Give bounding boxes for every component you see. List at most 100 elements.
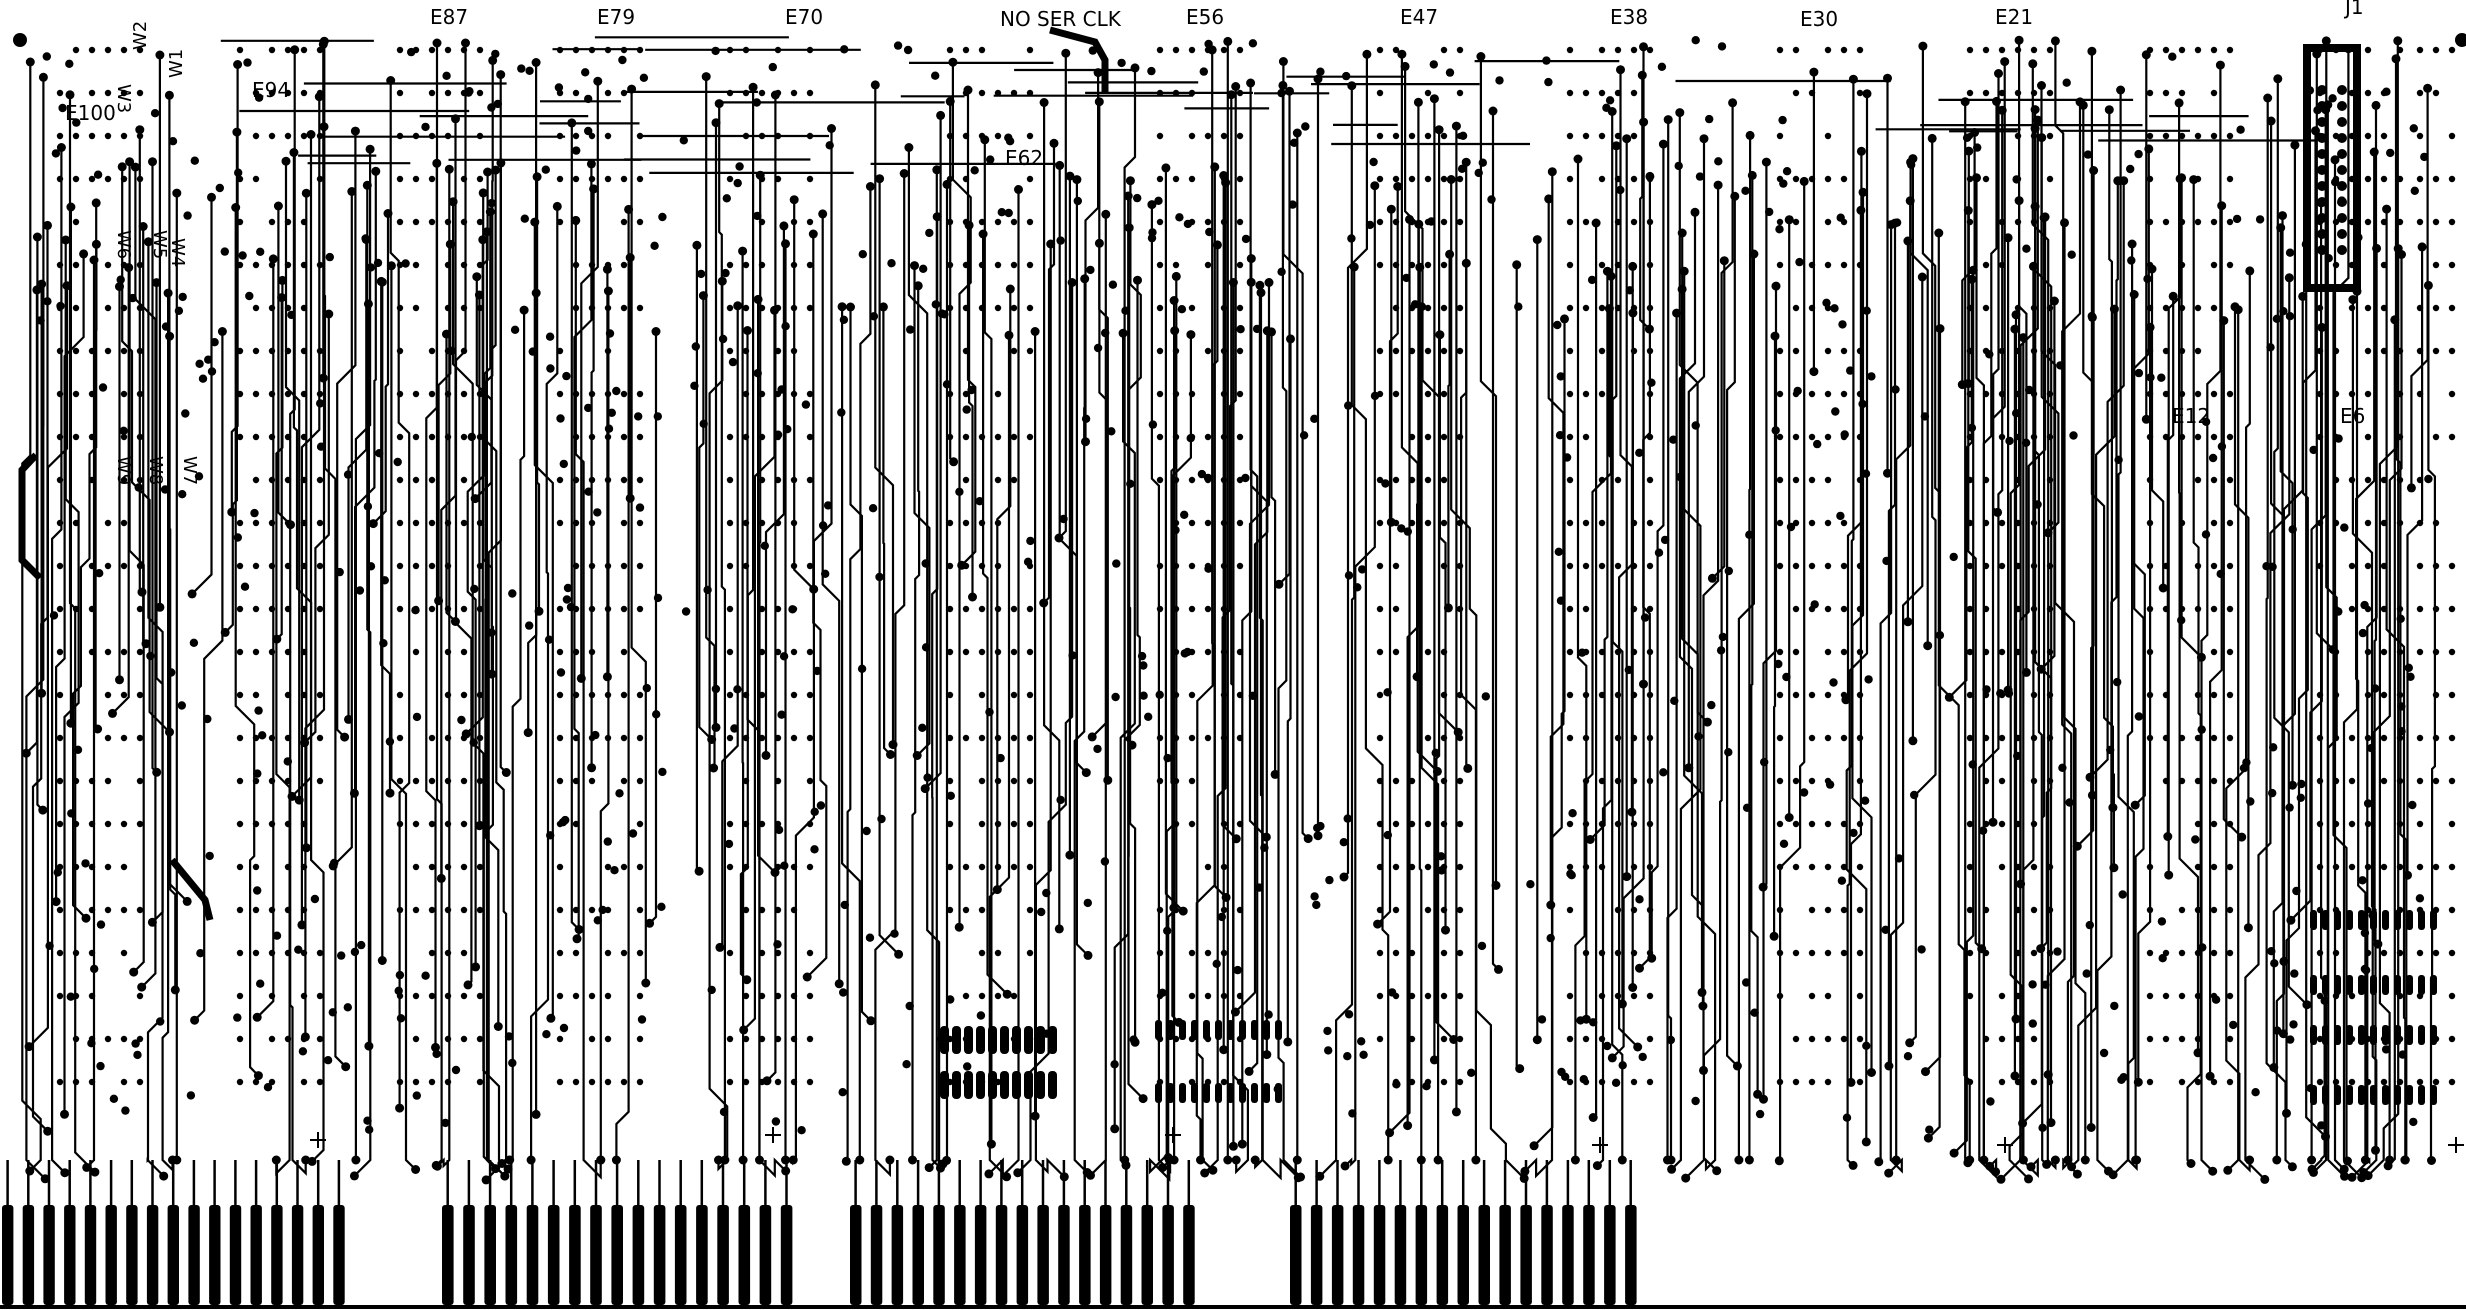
pad xyxy=(56,605,64,613)
sip-pin xyxy=(1179,1020,1186,1040)
trace xyxy=(1258,285,1300,1181)
pad xyxy=(975,497,984,506)
pad xyxy=(1566,218,1574,226)
pad xyxy=(2432,46,2440,54)
pad xyxy=(1175,213,1184,222)
pad xyxy=(1582,433,1590,441)
trace xyxy=(1491,111,1500,971)
pad xyxy=(412,906,420,914)
trace xyxy=(482,192,493,675)
trace xyxy=(1319,267,1356,1178)
pad xyxy=(2210,218,2218,226)
pad xyxy=(2229,1020,2238,1030)
pad xyxy=(476,89,484,97)
pad xyxy=(2432,347,2440,355)
pad xyxy=(2046,175,2054,183)
pad xyxy=(994,949,1002,957)
pad xyxy=(104,304,112,312)
pad xyxy=(1188,777,1196,785)
pad xyxy=(903,45,913,55)
trace xyxy=(705,76,716,769)
pad xyxy=(1177,305,1187,314)
pad xyxy=(962,390,970,398)
pad xyxy=(1808,777,1816,785)
sip-pin xyxy=(2310,1025,2317,1045)
pad xyxy=(839,315,849,324)
pad xyxy=(1792,46,1800,54)
pad xyxy=(1566,820,1574,828)
pad xyxy=(628,829,638,838)
pad xyxy=(2337,229,2347,239)
designator-e94: E94 xyxy=(252,78,290,102)
sip-pin xyxy=(1215,1020,1222,1040)
pad xyxy=(268,218,276,226)
trace xyxy=(304,126,326,1037)
pad xyxy=(120,433,128,441)
trace xyxy=(996,289,1012,890)
pad xyxy=(1204,261,1212,269)
pad xyxy=(412,218,420,226)
pad xyxy=(1792,476,1800,484)
edge-finger xyxy=(484,1205,496,1305)
designator-e70: E70 xyxy=(785,5,823,29)
pad xyxy=(487,103,496,112)
pad xyxy=(2178,1035,2186,1043)
trace xyxy=(2222,320,2243,838)
pad xyxy=(978,992,986,1000)
pad xyxy=(1808,949,1816,957)
pad xyxy=(1691,36,1700,45)
pad xyxy=(858,250,867,259)
pad xyxy=(2226,218,2234,226)
pad xyxy=(2085,920,2094,930)
pad xyxy=(460,648,468,656)
pad xyxy=(593,508,602,517)
trace xyxy=(719,305,739,949)
pad xyxy=(2099,1048,2109,1058)
pad xyxy=(120,476,128,484)
pad xyxy=(2030,1035,2038,1043)
pad xyxy=(2162,992,2170,1000)
pad xyxy=(1792,433,1800,441)
pad xyxy=(2448,734,2456,742)
pad xyxy=(1376,218,1384,226)
pad xyxy=(976,1011,986,1020)
pad xyxy=(268,46,276,54)
pad xyxy=(104,820,112,828)
dip-pin xyxy=(964,1071,973,1099)
pad xyxy=(1392,863,1400,871)
pad xyxy=(1026,218,1034,226)
pad xyxy=(946,648,954,656)
pad xyxy=(1188,175,1196,183)
sip-pin xyxy=(2430,975,2437,995)
pad xyxy=(1566,46,1574,54)
pad xyxy=(1204,347,1212,355)
pad xyxy=(2364,175,2372,183)
pad xyxy=(1792,605,1800,613)
pad xyxy=(1010,648,1018,656)
pad xyxy=(1966,648,1974,656)
designator-e21: E21 xyxy=(1995,5,2033,29)
pad xyxy=(1824,906,1832,914)
pad xyxy=(2337,165,2347,175)
pad xyxy=(1010,777,1018,785)
pad xyxy=(620,390,628,398)
pad xyxy=(1836,213,1845,222)
pad xyxy=(2416,648,2424,656)
trace xyxy=(2270,121,2286,1160)
pad xyxy=(252,605,260,613)
pad xyxy=(1108,280,1118,289)
pad xyxy=(120,906,128,914)
pad xyxy=(556,1035,564,1043)
trace xyxy=(2387,319,2396,1167)
pad xyxy=(476,863,484,871)
trace xyxy=(445,334,457,623)
edge-finger xyxy=(271,1205,283,1305)
trace xyxy=(2054,40,2087,1160)
pad xyxy=(2432,218,2440,226)
jumper-w4: W4 xyxy=(167,238,188,267)
pad xyxy=(978,691,986,699)
pad xyxy=(2416,605,2424,613)
pad xyxy=(604,949,612,957)
pad xyxy=(887,259,896,268)
pad xyxy=(2210,390,2218,398)
